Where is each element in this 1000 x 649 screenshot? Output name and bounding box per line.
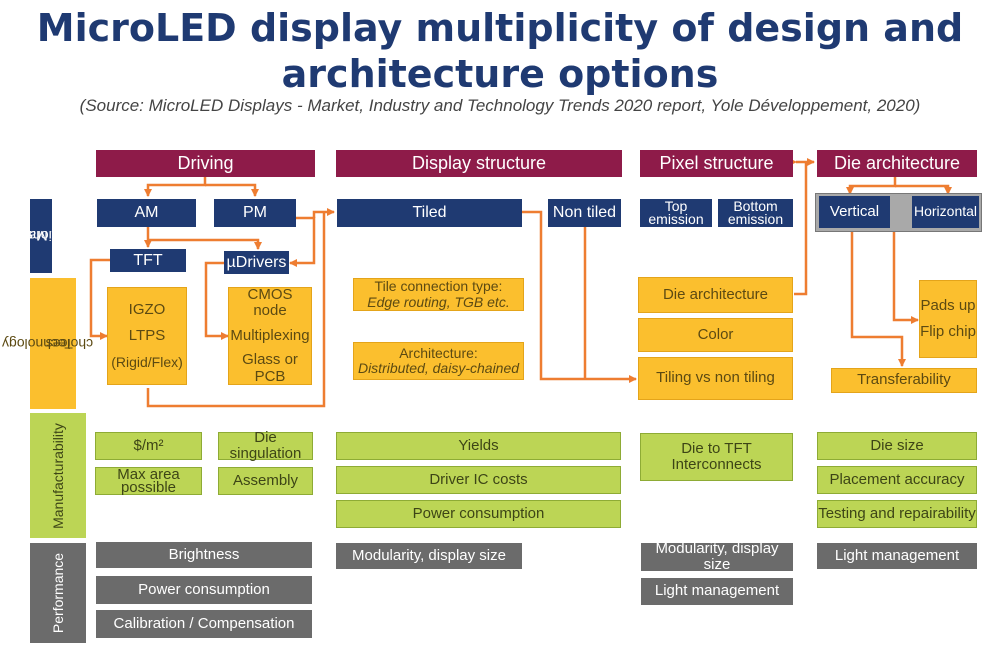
tech-tile-connection-detail: Edge routing, TGB etc. [367,293,510,310]
tech-multiplexing: Multiplexing [230,326,310,344]
source-caption: (Source: MicroLED Displays - Market, Ind… [79,96,921,115]
row-label-manufacturability: Manufacturability [30,413,86,538]
link-driving-pm [205,183,259,197]
link-tiled-tiling [522,210,637,383]
option-bottom-emission-line-1: Bottom [733,198,778,214]
tech-die-architecture: Die architecture [638,277,793,313]
option-top-emission-line-2: emission [648,211,704,227]
perf-power-consumption: Power consumption [96,576,312,604]
tech-architecture-label: Architecture: [399,344,478,361]
tech-glass-or-pcb-line-1: Glass or [242,351,298,369]
tech-architecture-detail: Distributed, daisy-chained [357,360,520,376]
tech-tile-connection: Tile connection type: Edge routing, TGB … [353,278,524,311]
tech-glass-or-pcb: Glass or PCB [242,352,298,385]
link-udrivers-tech [204,261,229,340]
option-horizontal: Horizontal [912,196,979,228]
header-driving: Driving [96,150,315,177]
row-label-technology-choices-line-2: choices [45,335,93,352]
row-label-performance: Performance [30,543,86,643]
perf-modularity-display-structure: Modularity, display size [336,543,522,569]
link-vertical-transfer [850,229,906,367]
manu-max-area-line-1: Max area [117,466,180,483]
manu-die-to-tft: Die to TFT Interconnects [640,433,793,481]
option-pm: PM [214,199,296,227]
option-top-emission: Top emission [640,199,712,227]
manu-driver-ic-costs: Driver IC costs [336,466,621,494]
option-am: AM [97,199,196,227]
perf-light-management-pixel: Light management [641,578,793,605]
option-vertical: Vertical [819,196,890,228]
perf-brightness: Brightness [96,542,312,568]
manu-die-to-tft-line-1: Die to TFT [681,440,752,457]
tech-color: Color [638,318,793,352]
tech-tft-options: IGZO LTPS (Rigid/Flex) [107,287,187,385]
link-tech-display [146,212,326,408]
tech-flip-chip: Flip chip [920,323,976,340]
option-bottom-emission-line-2: emission [727,211,784,227]
tech-udriver-options: CMOS node Multiplexing Glass or PCB [228,285,312,385]
option-tft: TFT [110,249,186,272]
tech-pads-up: Pads up [920,296,976,314]
manu-placement-accuracy: Placement accuracy [817,466,977,494]
link-pm-tiled [312,208,335,218]
tech-igzo: IGZO [128,300,166,318]
link-horizontal-pads [892,229,919,324]
header-die-architecture: Die architecture [817,150,977,177]
tech-transferability: Transferability [831,368,977,393]
manu-max-area: Max area possible [95,467,202,495]
manu-die-size: Die size [817,432,977,460]
tech-architecture: Architecture: Distributed, daisy-chained [353,342,524,380]
manu-testing-repairability: Testing and repairability [817,500,977,528]
page-title-line-2: architecture options [281,52,719,96]
link-pm-udrivers [289,216,316,267]
perf-light-management-die: Light management [817,543,977,569]
perf-calibration: Calibration / Compensation [96,610,312,638]
link-tft-tech [89,258,110,340]
row-label-main-options-line-2: options [26,228,72,244]
header-pixel-structure: Pixel structure [640,150,793,177]
manu-die-to-tft-line-2: Interconnects [671,456,762,473]
link-driving-am [144,176,207,197]
tech-horizontal-options: Pads up Flip chip [919,280,977,358]
option-bottom-emission: Bottom emission [718,199,793,227]
manu-assembly: Assembly [218,467,313,495]
tech-glass-or-pcb-line-2: PCB [254,367,286,385]
manu-die-singulation: Die singulation [218,429,313,462]
tech-tiling: Tiling vs non tiling [638,357,793,400]
page-title-line-1: MicroLED display multiplicity of design … [36,6,964,50]
link-dietech-header [794,162,808,296]
manu-cost-per-area: $/m² [95,432,202,460]
link-die-horizontal [895,184,952,195]
header-display-structure: Display structure [336,150,622,177]
manu-power-consumption: Power consumption [336,500,621,528]
perf-modularity-pixel-structure: Modularity, display size [641,540,793,573]
link-die-options [846,176,897,195]
option-non-tiled: Non tiled [548,199,621,227]
tech-tile-connection-label: Tile connection type: [374,278,503,295]
tech-ltps: LTPS [128,327,166,345]
link-am-udrivers [148,238,262,250]
tech-rigid-flex: (Rigid/Flex) [111,353,183,370]
option-top-emission-line-1: Top [664,198,688,214]
tech-cmos-node: CMOS node [247,285,293,320]
manu-yields: Yields [336,432,621,460]
option-tiled: Tiled [337,199,522,227]
option-udrivers: µDrivers [224,251,289,274]
manu-max-area-line-2: possible [120,479,177,496]
